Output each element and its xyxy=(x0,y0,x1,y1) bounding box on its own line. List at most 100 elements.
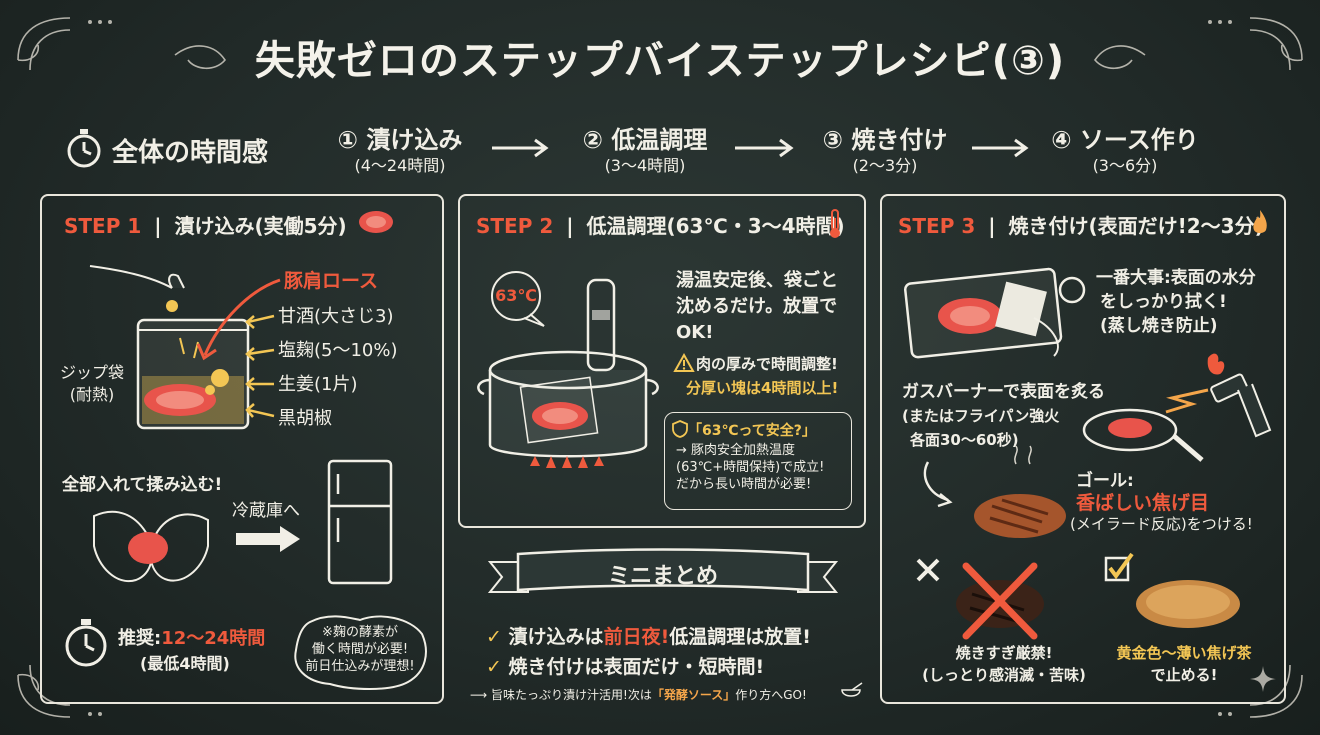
timeline-step-name: ① 漬け込み xyxy=(337,126,463,154)
step1-heading: STEP 1 | 漬け込み(実働5分) xyxy=(64,214,347,238)
burner-line: 各面30〜60秒) xyxy=(910,431,1019,449)
ingredient-item: 生姜(1片) xyxy=(278,374,358,395)
sauce-bowl-icon xyxy=(841,682,863,697)
step3-title: 焼き付け(表面だけ!2〜3分) xyxy=(1008,214,1264,238)
step1-number: STEP 1 xyxy=(64,214,142,238)
goal-note: (メイラード反応)をつける! xyxy=(1070,515,1253,533)
note-text: ※麹の酵素が 働く時間が必要! 前日仕込みが理想! xyxy=(298,624,422,675)
ng-line: (しっとり感消滅・苦味) xyxy=(922,666,1086,684)
step2-heading: STEP 2 | 低温調理(63℃・3〜4時間) xyxy=(476,214,845,238)
step2-title: 低温調理(63℃・3〜4時間) xyxy=(586,214,845,238)
timeline-step-name: ④ ソース作り xyxy=(1051,126,1199,154)
ingredient-item: 塩麹(5〜10%) xyxy=(278,340,398,361)
golden-steak-illustration xyxy=(1104,552,1240,628)
timeline-step-name: ② 低温調理 xyxy=(582,126,708,154)
step3-heading: STEP 3 | 焼き付け(表面だけ!2〜3分) xyxy=(898,214,1264,238)
page-title: 失敗ゼロのステップバイステップレシピ(③) xyxy=(254,38,1066,84)
summary-line-1a: 漬け込みは xyxy=(508,626,604,648)
wipe-text: 一番大事:表面の水分 をしっかり拭く! (蒸し焼き防止) xyxy=(1096,266,1256,338)
meat-label: 豚肩ロース xyxy=(284,270,379,292)
goal-label: ゴール: xyxy=(1076,471,1134,491)
safety-line: → 豚肉安全加熱温度 xyxy=(676,443,796,458)
timeline-step-3: ③ 焼き付け (2〜3分) xyxy=(795,120,975,177)
bag-label-line: (耐熱) xyxy=(69,385,115,404)
warning-text-1: 肉の厚みで時間調整! xyxy=(696,355,838,373)
cutting-board-illustration xyxy=(903,267,1086,359)
step2-desc-line: 沈めるだけ。放置で xyxy=(676,296,838,317)
wipe-line: (蒸し焼き防止) xyxy=(1100,316,1218,336)
goal-value: 香ばしい焦げ目 xyxy=(1076,492,1210,514)
summary-line-2: ✓ 焼き付けは表面だけ・短時間! xyxy=(486,652,764,679)
next-c: 作り方へGO! xyxy=(735,688,807,702)
hands-illustration xyxy=(93,510,209,583)
seared-steak-illustration xyxy=(923,445,1066,538)
timeline-step-time: (3〜6分) xyxy=(1092,156,1158,175)
summary-line-1c: 低温調理は放置! xyxy=(669,626,811,648)
temp-bubble xyxy=(491,271,545,327)
ng-text: 焼きすぎ厳禁! (しっとり感消滅・苦味) xyxy=(904,642,1104,686)
next-b: 「発酵ソース」 xyxy=(651,688,736,702)
fridge-icon xyxy=(327,459,393,585)
summary-banner xyxy=(487,548,839,593)
to-fridge-arrow xyxy=(236,526,300,552)
meat-icon xyxy=(359,211,393,233)
ingredient-arrows xyxy=(245,314,275,418)
timeline-arrows xyxy=(492,138,1029,158)
summary-line-1: ✓ 漬け込みは前日夜!低温調理は放置! xyxy=(486,622,811,649)
sparkle-icon xyxy=(1250,666,1276,692)
step2-description: 湯温安定後、袋ごと 沈めるだけ。放置で OK! xyxy=(676,268,838,346)
shield-icon xyxy=(672,420,688,438)
ok-line: で止める! xyxy=(1150,666,1218,684)
summary-title: ミニまとめ xyxy=(607,564,718,589)
note-cloud xyxy=(294,615,427,690)
note-line: 前日仕込みが理想! xyxy=(305,659,415,674)
ok-text: 黄金色〜薄い焦げ茶 で止める! xyxy=(1094,642,1274,686)
burner-line: ガスバーナーで表面を炙る xyxy=(902,382,1105,402)
safety-line: だから長い時間が必要! xyxy=(676,477,812,492)
timeline-step-name: ③ 焼き付け xyxy=(822,126,948,154)
safety-box xyxy=(664,412,852,510)
wipe-line: をしっかり拭く! xyxy=(1100,292,1227,312)
timeline-step-2: ② 低温調理 (3〜4時間) xyxy=(555,120,735,177)
massage-text: 全部入れて揉み込む! xyxy=(62,475,223,495)
burner-pan-illustration xyxy=(1082,353,1272,462)
step2-number: STEP 2 xyxy=(476,214,554,238)
recommend-line: 推奨:12〜24時間 xyxy=(118,624,265,650)
burner-line: (またはフライパン強火 xyxy=(902,407,1060,425)
sous-vide-pot-illustration xyxy=(477,278,659,468)
recommend-min: (最低4時間) xyxy=(140,654,230,673)
flame-icon xyxy=(1253,210,1267,233)
ingredient-item: 甘酒(大さじ3) xyxy=(278,306,394,327)
next-a: 旨味たっぷり漬け汁活用!次は xyxy=(491,688,652,702)
zip-bag-illustration xyxy=(89,265,250,430)
check-icon: ✓ xyxy=(486,626,502,648)
summary-line-1b: 前日夜! xyxy=(603,626,670,648)
step1-title: 漬け込み(実働5分) xyxy=(174,214,347,238)
timeline-step-time: (2〜3分) xyxy=(852,156,918,175)
timeline-step-time: (4〜24時間) xyxy=(354,156,446,175)
ingredient-list: 甘酒(大さじ3) 塩麹(5〜10%) 生姜(1片) 黒胡椒 xyxy=(278,300,398,436)
step3-panel xyxy=(880,194,1286,704)
check-icon: ✓ xyxy=(486,656,502,678)
thermometer-icon xyxy=(830,209,840,238)
ng-line: 焼きすぎ厳禁! xyxy=(955,644,1053,662)
summary-line-2-text: 焼き付けは表面だけ・短時間! xyxy=(508,656,765,678)
ok-line: 黄金色〜薄い焦げ茶 xyxy=(1116,644,1252,662)
bag-label: ジップ袋 (耐熱) xyxy=(52,362,132,406)
note-line: 働く時間が必要! xyxy=(311,642,409,657)
step1-panel xyxy=(40,194,444,704)
timer-icon xyxy=(65,619,107,667)
note-line: ※麹の酵素が xyxy=(322,625,398,640)
fridge-label: 冷蔵庫へ xyxy=(232,501,300,521)
next-line: ⟶ 旨味たっぷり漬け汁活用!次は「発酵ソース」作り方へGO! xyxy=(470,686,807,703)
recommend-label: 推奨: xyxy=(118,628,162,649)
bag-label-line: ジップ袋 xyxy=(59,363,124,382)
stopwatch-icon xyxy=(67,129,101,168)
timeline-step-1: ① 漬け込み (4〜24時間) xyxy=(310,120,490,177)
wipe-line: 一番大事:表面の水分 xyxy=(1096,268,1256,288)
warning-text-2: 分厚い塊は4時間以上! xyxy=(686,379,839,397)
step3-number: STEP 3 xyxy=(898,214,976,238)
safety-question: 「63℃って安全?」 xyxy=(688,423,816,439)
